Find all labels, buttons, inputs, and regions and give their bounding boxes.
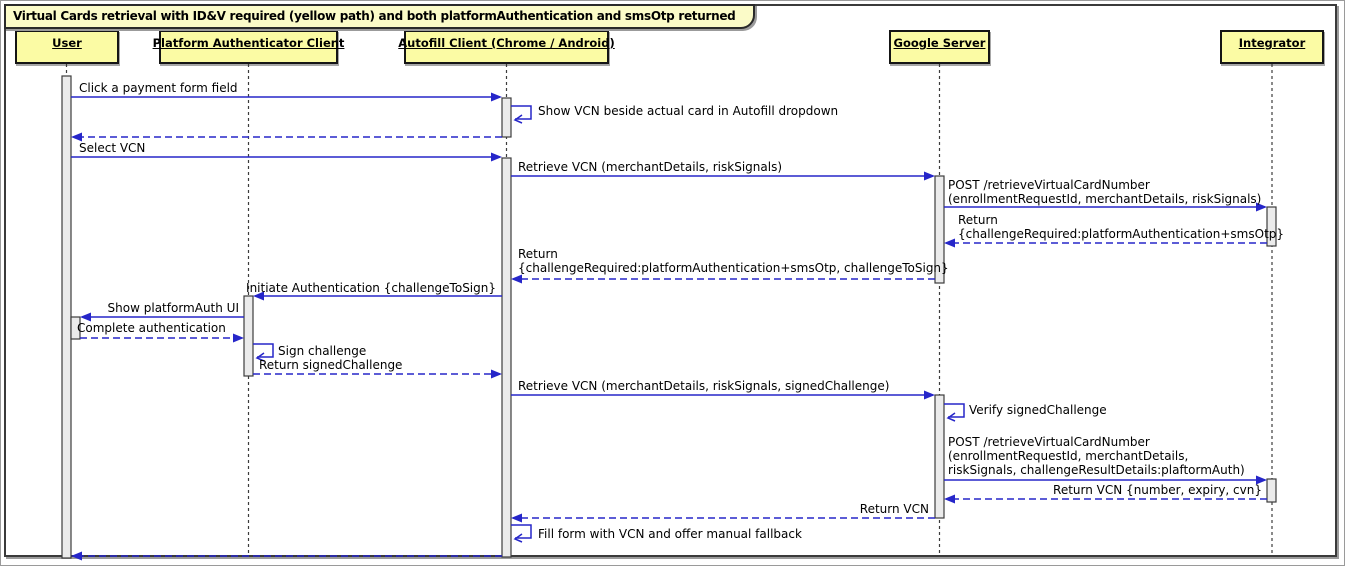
participant-label-user: User xyxy=(52,36,82,50)
return-challenge-to-google-label-line: {challengeRequired:platformAuthenticatio… xyxy=(958,227,1285,241)
return-challenge-to-autofill-label-line: {challengeRequired:platformAuthenticatio… xyxy=(518,261,949,275)
activation-google-1 xyxy=(934,175,945,284)
return-challenge-to-autofill-label: Return{challengeRequired:platformAuthent… xyxy=(518,247,949,275)
fill-form-manual-fallback-self-arrow xyxy=(511,524,532,539)
fill-form-manual-fallback-label-line: Fill form with VCN and offer manual fall… xyxy=(538,527,802,541)
sign-challenge-label: Sign challenge xyxy=(278,344,366,358)
diagram-title-tab: Virtual Cards retrieval with ID&V requir… xyxy=(4,4,756,29)
show-platformauth-ui-label: Show platformAuth UI xyxy=(108,301,239,315)
participant-google: Google Server xyxy=(889,30,990,64)
initiate-authentication-label: Initiate Authentication {challengeToSign… xyxy=(246,281,496,295)
participant-label-platform-authenticator: Platform Authenticator Client xyxy=(152,36,345,50)
return-vcn-to-google-label: Return VCN {number, expiry, cvn} xyxy=(1053,483,1262,497)
activation-platform-auth-1 xyxy=(243,295,254,377)
show-vcn-in-dropdown-label: Show VCN beside actual card in Autofill … xyxy=(538,104,838,118)
initiate-authentication-label-line: Initiate Authentication {challengeToSign… xyxy=(246,281,496,295)
show-vcn-in-dropdown-open-arrowhead xyxy=(513,114,523,124)
participant-integrator: Integrator xyxy=(1220,30,1324,64)
return-challenge-to-autofill-arrowhead xyxy=(511,274,522,284)
click-payment-field-arrowhead xyxy=(491,92,502,102)
sign-challenge-open-arrowhead xyxy=(255,352,265,362)
initiate-authentication-arrowhead xyxy=(253,291,264,301)
post-retrieve-vcn-1-label-line: POST /retrieveVirtualCardNumber xyxy=(948,178,1150,192)
select-vcn-label: Select VCN xyxy=(79,141,145,155)
activation-autofill-2 xyxy=(501,157,512,558)
show-vcn-in-dropdown-label-line: Show VCN beside actual card in Autofill … xyxy=(538,104,839,118)
show-platformauth-ui-label-line: Show platformAuth UI xyxy=(107,301,239,315)
verify-signed-challenge-open-arrowhead xyxy=(946,412,956,422)
participant-label-google: Google Server xyxy=(893,36,986,50)
post-retrieve-vcn-2-label-line: riskSignals, challengeResultDetails:plaf… xyxy=(948,463,1245,477)
return-vcn-to-autofill-arrowhead xyxy=(511,513,522,523)
complete-authentication-arrowhead xyxy=(233,333,244,343)
activation-user-main xyxy=(61,75,72,559)
diagram-title: Virtual Cards retrieval with ID&V requir… xyxy=(13,9,736,23)
post-retrieve-vcn-1-label: POST /retrieveVirtualCardNumber(enrollme… xyxy=(948,178,1261,206)
post-retrieve-vcn-1-arrowhead xyxy=(1256,202,1267,212)
retrieve-vcn-1-label-line: Retrieve VCN (merchantDetails, riskSigna… xyxy=(518,160,782,174)
post-retrieve-vcn-2-label: POST /retrieveVirtualCardNumber(enrollme… xyxy=(948,435,1245,477)
show-platformauth-ui-arrowhead xyxy=(80,312,91,322)
return-vcn-to-autofill-label-line: Return VCN xyxy=(859,502,929,516)
post-retrieve-vcn-2-label-line: (enrollmentRequestId, merchantDetails, xyxy=(948,449,1189,463)
verify-signed-challenge-label-line: Verify signedChallenge xyxy=(969,403,1107,417)
select-vcn-arrowhead xyxy=(491,152,502,162)
fill-form-manual-fallback-open-arrowhead xyxy=(513,533,523,543)
return-challenge-to-google-arrowhead xyxy=(944,238,955,248)
verify-signed-challenge-self-arrow xyxy=(944,403,965,418)
activation-integrator-2 xyxy=(1266,478,1277,503)
return-vcn-to-google-label-line: Return VCN {number, expiry, cvn} xyxy=(1053,483,1262,497)
return-challenge-to-autofill-label-line: Return xyxy=(518,247,558,261)
return-challenge-to-google-label-line: Return xyxy=(958,213,998,227)
return-signed-challenge-label-line: Return signedChallenge xyxy=(259,358,403,372)
click-payment-field-label: Click a payment form field xyxy=(79,81,238,95)
show-vcn-in-dropdown-self-arrow xyxy=(511,105,532,120)
retrieve-vcn-2-label-line: Retrieve VCN (merchantDetails, riskSigna… xyxy=(518,379,890,393)
return-signed-challenge-label: Return signedChallenge xyxy=(259,358,402,372)
verify-signed-challenge-label: Verify signedChallenge xyxy=(969,403,1107,417)
complete-authentication-label: Complete authentication xyxy=(77,321,226,335)
participant-user: User xyxy=(15,30,119,64)
participant-autofill: Autofill Client (Chrome / Android) xyxy=(398,30,615,64)
click-payment-field-label-line: Click a payment form field xyxy=(79,81,238,95)
retrieve-vcn-2-arrowhead xyxy=(924,390,935,400)
return-vcn-to-google-arrowhead xyxy=(944,494,955,504)
select-vcn-label-line: Select VCN xyxy=(79,141,146,155)
sign-challenge-self-arrow xyxy=(253,343,274,358)
fill-form-manual-fallback-label: Fill form with VCN and offer manual fall… xyxy=(538,527,802,541)
participant-label-autofill: Autofill Client (Chrome / Android) xyxy=(398,36,615,50)
activation-user-nested xyxy=(70,316,81,340)
return-challenge-to-google-label: Return{challengeRequired:platformAuthent… xyxy=(958,213,1284,241)
post-retrieve-vcn-2-arrowhead xyxy=(1256,475,1267,485)
activation-google-2 xyxy=(934,394,945,519)
participant-platform-authenticator: Platform Authenticator Client xyxy=(153,30,344,64)
activation-integrator-1 xyxy=(1266,206,1277,247)
return-signed-challenge-arrowhead xyxy=(491,369,502,379)
return-vcn-shown-arrowhead xyxy=(71,132,82,142)
retrieve-vcn-1-label: Retrieve VCN (merchantDetails, riskSigna… xyxy=(518,160,782,174)
return-to-user-final-arrowhead xyxy=(71,551,82,561)
complete-authentication-label-line: Complete authentication xyxy=(77,321,226,335)
post-retrieve-vcn-1-label-line: (enrollmentRequestId, merchantDetails, r… xyxy=(948,192,1262,206)
sign-challenge-label-line: Sign challenge xyxy=(278,344,367,358)
post-retrieve-vcn-2-label-line: POST /retrieveVirtualCardNumber xyxy=(948,435,1150,449)
retrieve-vcn-2-label: Retrieve VCN (merchantDetails, riskSigna… xyxy=(518,379,889,393)
activation-autofill-1 xyxy=(501,97,512,138)
participant-label-integrator: Integrator xyxy=(1238,36,1306,50)
return-vcn-to-autofill-label: Return VCN xyxy=(860,502,929,516)
retrieve-vcn-1-arrowhead xyxy=(924,171,935,181)
